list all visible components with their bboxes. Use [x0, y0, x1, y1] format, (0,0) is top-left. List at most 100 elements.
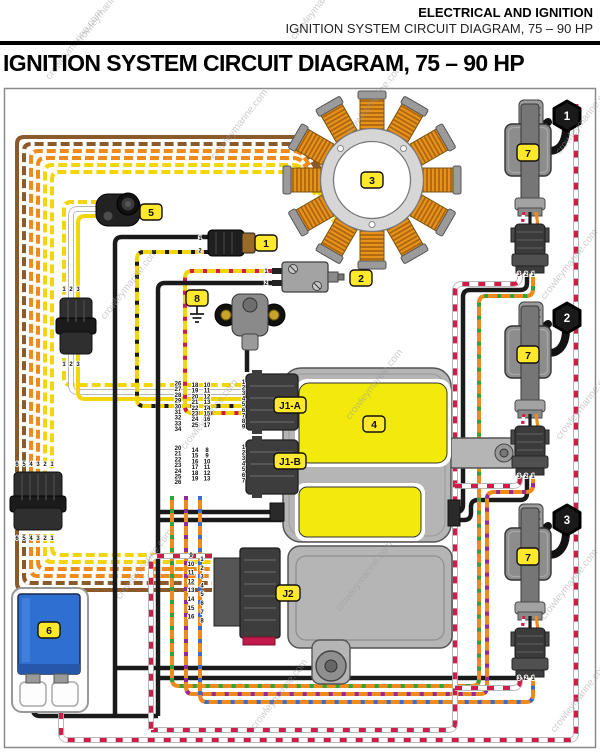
wire-stator-a4 — [36, 156, 342, 472]
svg-text:5: 5 — [242, 402, 246, 408]
callout-5: 5 — [139, 203, 163, 221]
svg-text:12: 12 — [204, 394, 211, 400]
svg-text:J1-A: J1-A — [279, 401, 301, 412]
svg-text:4: 4 — [29, 462, 33, 468]
wire-harness-b6 — [50, 530, 212, 557]
ecm-module — [269, 367, 519, 685]
svg-text:24: 24 — [175, 469, 182, 475]
callout-7b: 7 — [516, 345, 540, 364]
svg-text:7: 7 — [525, 350, 531, 362]
jlabel-j2: J2 — [275, 584, 301, 602]
svg-text:3: 3 — [242, 456, 246, 462]
svg-text:2: 2 — [242, 386, 246, 392]
svg-text:11: 11 — [188, 571, 195, 577]
svg-text:10: 10 — [204, 383, 211, 389]
svg-text:6: 6 — [242, 408, 246, 414]
wire-coil1-black — [158, 268, 530, 515]
svg-text:32: 32 — [175, 416, 182, 422]
wire-item1-black — [112, 234, 208, 716]
svg-text:4: 4 — [29, 536, 33, 542]
svg-text:2: 2 — [524, 272, 528, 278]
svg-text:2: 2 — [524, 474, 528, 480]
svg-text:12: 12 — [204, 471, 211, 477]
svg-text:8: 8 — [200, 619, 204, 625]
svg-text:31: 31 — [175, 410, 182, 416]
svg-text:5: 5 — [22, 536, 26, 542]
svg-text:9: 9 — [205, 454, 209, 460]
svg-text:25: 25 — [175, 475, 182, 481]
svg-text:16: 16 — [188, 615, 195, 621]
svg-text:11: 11 — [204, 465, 211, 471]
svg-text:1: 1 — [531, 272, 535, 278]
inline-connector-3pin — [55, 297, 97, 355]
svg-text:19: 19 — [192, 389, 199, 395]
svg-text:2: 2 — [358, 273, 364, 285]
svg-text:14: 14 — [188, 597, 195, 603]
svg-text:1: 1 — [242, 380, 246, 386]
svg-text:5: 5 — [148, 207, 154, 219]
wire-stator-a3 — [29, 149, 342, 472]
svg-text:14: 14 — [192, 448, 199, 454]
wire-item2-black — [155, 280, 272, 716]
callout-7a: 7 — [516, 143, 540, 162]
wire-whitered-c3 — [455, 672, 523, 691]
svg-text:3: 3 — [242, 391, 246, 397]
wire-sensor-1 — [62, 200, 104, 298]
svg-text:5: 5 — [242, 467, 246, 473]
jlabel-j1b: J1-B — [273, 452, 307, 470]
jlabel-j1a: J1-A — [273, 396, 307, 414]
wire-primary-3 — [198, 496, 535, 704]
svg-text:2: 2 — [264, 281, 268, 287]
svg-text:4: 4 — [371, 419, 377, 431]
svg-text:3: 3 — [76, 362, 80, 368]
svg-text:1: 1 — [242, 445, 246, 451]
svg-text:21: 21 — [175, 452, 182, 458]
sensor-bracket — [214, 293, 286, 351]
svg-text:12: 12 — [188, 579, 195, 585]
svg-text:1: 1 — [200, 557, 204, 563]
cylinder-number-3: 3 — [564, 515, 570, 527]
svg-text:13: 13 — [204, 400, 211, 406]
svg-text:17: 17 — [204, 423, 211, 429]
inline-connector-6pin — [9, 471, 67, 531]
svg-text:26: 26 — [175, 382, 182, 388]
svg-text:15: 15 — [188, 606, 195, 612]
svg-text:26: 26 — [175, 480, 182, 486]
svg-text:6: 6 — [200, 601, 204, 607]
wire-item1-yelblk — [135, 250, 244, 408]
svg-text:16: 16 — [204, 417, 211, 423]
svg-text:2: 2 — [69, 287, 73, 293]
svg-text:2: 2 — [242, 451, 246, 457]
svg-text:3: 3 — [369, 175, 375, 187]
svg-text:21: 21 — [192, 400, 199, 406]
connector-j1a — [245, 370, 299, 434]
wire-whitered-pack — [58, 104, 579, 743]
svg-text:20: 20 — [175, 446, 182, 452]
svg-text:13: 13 — [204, 477, 211, 483]
svg-text:6: 6 — [15, 462, 19, 468]
callout-4: 4 — [362, 415, 386, 433]
svg-text:5: 5 — [22, 462, 26, 468]
svg-text:20: 20 — [192, 394, 199, 400]
svg-text:6: 6 — [242, 473, 246, 479]
svg-text:10: 10 — [188, 562, 195, 568]
svg-text:25: 25 — [192, 423, 199, 429]
callout-3: 3 — [360, 171, 384, 189]
svg-text:1: 1 — [62, 362, 66, 368]
svg-text:1: 1 — [50, 536, 54, 542]
stop-switch — [272, 261, 345, 293]
svg-text:30: 30 — [175, 404, 182, 410]
stator — [282, 90, 462, 270]
svg-text:11: 11 — [204, 389, 211, 395]
page-title: IGNITION SYSTEM CIRCUIT DIAGRAM, 75 – 90… — [3, 50, 525, 76]
